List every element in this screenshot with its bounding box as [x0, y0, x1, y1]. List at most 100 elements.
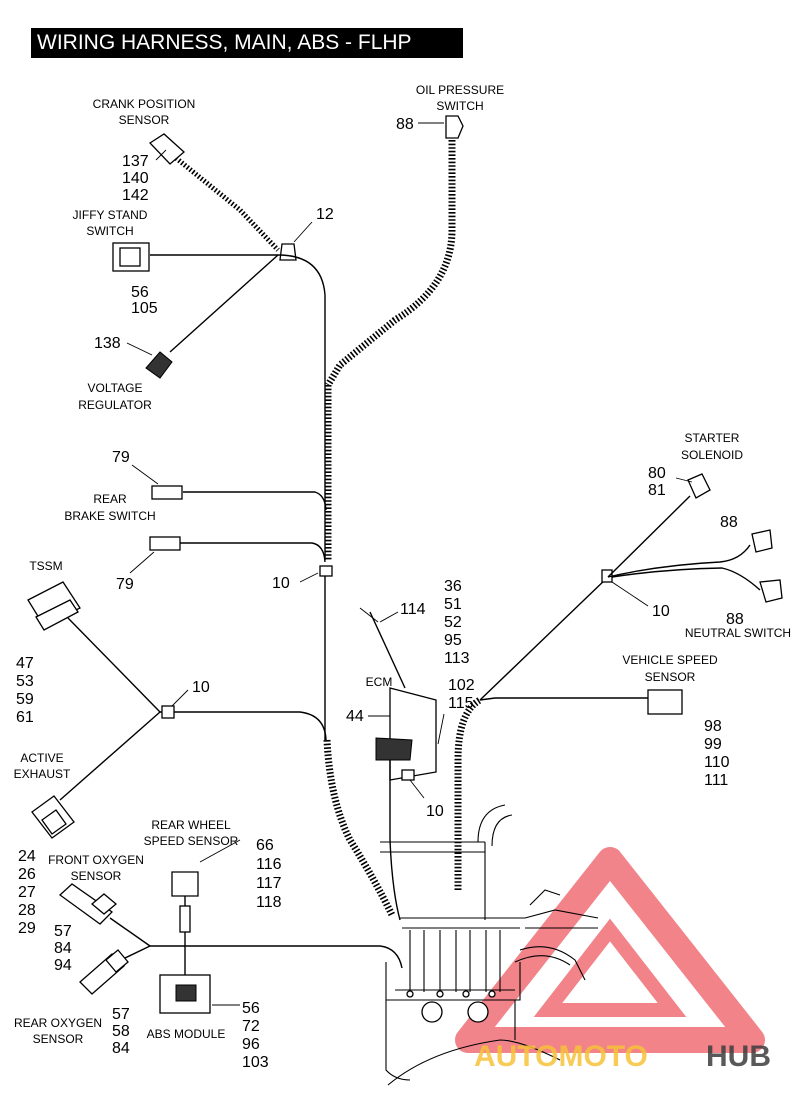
front-oxygen-plug	[90, 893, 118, 915]
label-front-oxygen-sensor-line-1: FRONT OXYGEN	[48, 853, 144, 867]
wheel-speed-grommet	[179, 905, 191, 933]
callout-rear-o2-58: 58	[112, 1023, 130, 1040]
label-ecm-line-1: ECM	[366, 675, 393, 689]
label-vehicle-speed-sensor-line-1: VEHICLE SPEED	[622, 653, 718, 667]
callout-front-o2-94: 94	[54, 957, 72, 974]
callout-wheel-speed-66: 66	[256, 837, 274, 854]
label-starter-solenoid-line-1: STARTER	[685, 431, 740, 445]
vehicle-speed-sensor	[647, 689, 683, 715]
neutral-switch-upper	[751, 529, 773, 553]
crank-sensor-body	[148, 133, 185, 165]
crank-conduit	[174, 156, 280, 252]
callout-crank-142: 142	[122, 187, 149, 204]
ecm-bracket-114	[359, 607, 379, 623]
callout-clip-10-left-10: 10	[192, 679, 210, 696]
right-trunk-wire	[479, 576, 609, 701]
callout-abs-72: 72	[242, 1018, 260, 1035]
brake-switch-lower-connector	[149, 536, 181, 551]
callout-front-o2-57: 57	[54, 923, 72, 940]
callout-rear-o2-57: 57	[112, 1006, 130, 1023]
vreg-wire	[169, 254, 279, 353]
callout-tssm-59: 59	[16, 691, 34, 708]
callout-abs-103: 103	[242, 1054, 269, 1071]
callout-tssm-61: 61	[16, 709, 34, 726]
main-trunk-wire	[277, 254, 326, 560]
callout-clip-10-ecm-10: 10	[426, 803, 444, 820]
label-front-oxygen-sensor-line-2: SENSOR	[71, 869, 122, 883]
callout-ecm-right-36: 36	[444, 578, 462, 595]
callout-wheel-speed-118: 118	[256, 894, 282, 911]
wheel-speed-leader	[199, 839, 241, 863]
front-oxygen-sensor	[58, 883, 114, 925]
watermark-text-automoto: AUTOMOTO	[474, 1040, 648, 1073]
clip-10-ecm	[401, 769, 415, 781]
crank-leader	[155, 149, 167, 161]
callout-clip-10-right-10: 10	[652, 603, 670, 620]
label-rear-oxygen-sensor-line-1: REAR OXYGEN	[14, 1016, 102, 1030]
jiffy-plug	[119, 247, 141, 267]
clip-10-left	[161, 705, 175, 719]
ecm-harness-wire	[389, 760, 401, 921]
callout-oil-88-88: 88	[396, 116, 414, 133]
clip-10-center	[319, 565, 333, 577]
callout-exhaust-28: 28	[18, 902, 36, 919]
neutral-switch-lower	[759, 579, 783, 603]
brake-lower-wire	[180, 542, 326, 563]
starter-solenoid-connector	[687, 473, 711, 499]
label-rear-wheel-speed-sensor-line-1: REAR WHEEL	[151, 818, 231, 832]
callout-starter-80: 80	[648, 465, 666, 482]
label-neutral-switch-line-1: NEUTRAL SWITCH	[685, 626, 791, 640]
clip-10-center-leader	[299, 572, 319, 583]
callout-crank-140: 140	[122, 170, 149, 187]
callout-ecm-114-114: 114	[400, 601, 426, 618]
callout-exhaust-26: 26	[18, 866, 36, 883]
label-active-exhaust-line-2: EXHAUST	[14, 767, 71, 781]
callout-vss-98: 98	[704, 718, 722, 735]
brake-lower-leader	[129, 551, 155, 574]
callout-exhaust-27: 27	[18, 884, 36, 901]
label-abs-module-line-1: ABS MODULE	[147, 1027, 226, 1041]
neutral-lower-wire	[611, 567, 761, 591]
callout-crank-137: 137	[122, 153, 149, 170]
lower-trunk-conduit	[323, 739, 396, 917]
callout-exhaust-24: 24	[18, 848, 36, 865]
callout-tssm-47: 47	[16, 655, 34, 672]
callout-clip-10-center-10: 10	[272, 575, 290, 592]
label-voltage-regulator-line-1: VOLTAGE	[88, 381, 143, 395]
callout-front-o2-84: 84	[54, 940, 72, 957]
watermark-text-hub: HUB	[706, 1040, 771, 1073]
tssm-wire	[67, 617, 161, 713]
rear-oxygen-plug	[105, 949, 129, 973]
label-jiffy-stand-switch-line-1: JIFFY STAND	[73, 208, 148, 222]
vss-wire	[479, 697, 650, 701]
oil-pressure-conduit	[324, 140, 456, 387]
label-active-exhaust-line-1: ACTIVE	[20, 751, 63, 765]
left-trunk-wire	[160, 711, 327, 741]
ecm-strap	[369, 611, 406, 689]
callout-abs-56: 56	[242, 1000, 260, 1017]
callout-vss-99: 99	[704, 736, 722, 753]
rear-o2-wire	[124, 945, 151, 959]
label-oil-pressure-switch-line-1: OIL PRESSURE	[416, 83, 504, 97]
callout-brake-upper-79: 79	[112, 449, 130, 466]
callout-starter-81: 81	[648, 482, 666, 499]
brake-upper-leader	[131, 464, 159, 485]
callout-clip-12-12: 12	[316, 206, 334, 223]
clip-10-right-leader	[611, 581, 649, 607]
callout-exhaust-29: 29	[18, 920, 36, 937]
label-vehicle-speed-sensor-line-2: SENSOR	[645, 670, 696, 684]
label-oil-pressure-switch-line-2: SWITCH	[436, 99, 483, 113]
callout-brake-lower-79: 79	[116, 576, 134, 593]
engine-bracket	[380, 804, 599, 1086]
ecm-102-leader	[437, 713, 445, 745]
abs-connector	[175, 984, 197, 1002]
callout-rear-o2-84: 84	[112, 1040, 130, 1057]
active-exhaust-socket	[41, 809, 67, 835]
callout-ecm-right-113: 113	[444, 650, 470, 667]
callout-abs-96: 96	[242, 1036, 260, 1053]
oil-pressure-switch	[445, 115, 464, 139]
tssm-plug	[35, 599, 79, 631]
brake-upper-wire	[183, 491, 327, 511]
callout-tssm-53: 53	[16, 673, 34, 690]
right-conduit	[454, 696, 482, 890]
